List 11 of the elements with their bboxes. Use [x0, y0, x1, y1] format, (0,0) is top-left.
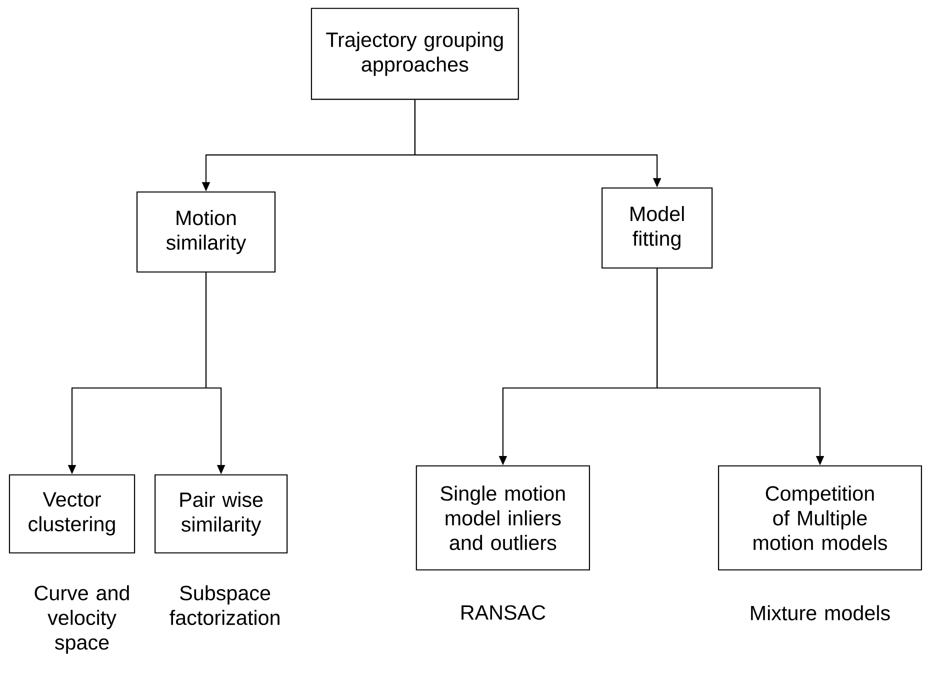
- process-box: Motion similarity: [136, 192, 276, 273]
- process-box: Single motion model inliers and outliers: [416, 465, 590, 570]
- method-label: Subspace factorization: [170, 585, 280, 626]
- process-box: Trajectory grouping approaches: [310, 8, 519, 100]
- method-label: Mixture models: [751, 605, 890, 620]
- process-box: Pair wise similarity: [154, 474, 288, 554]
- method-label: RANSAC: [462, 605, 546, 620]
- process-box: Vector clustering: [8, 474, 136, 554]
- process-box: Competition of Multiple motion models: [718, 465, 922, 570]
- method-label: Curve and velocity space: [34, 585, 129, 654]
- process-box: Model fitting: [602, 188, 713, 269]
